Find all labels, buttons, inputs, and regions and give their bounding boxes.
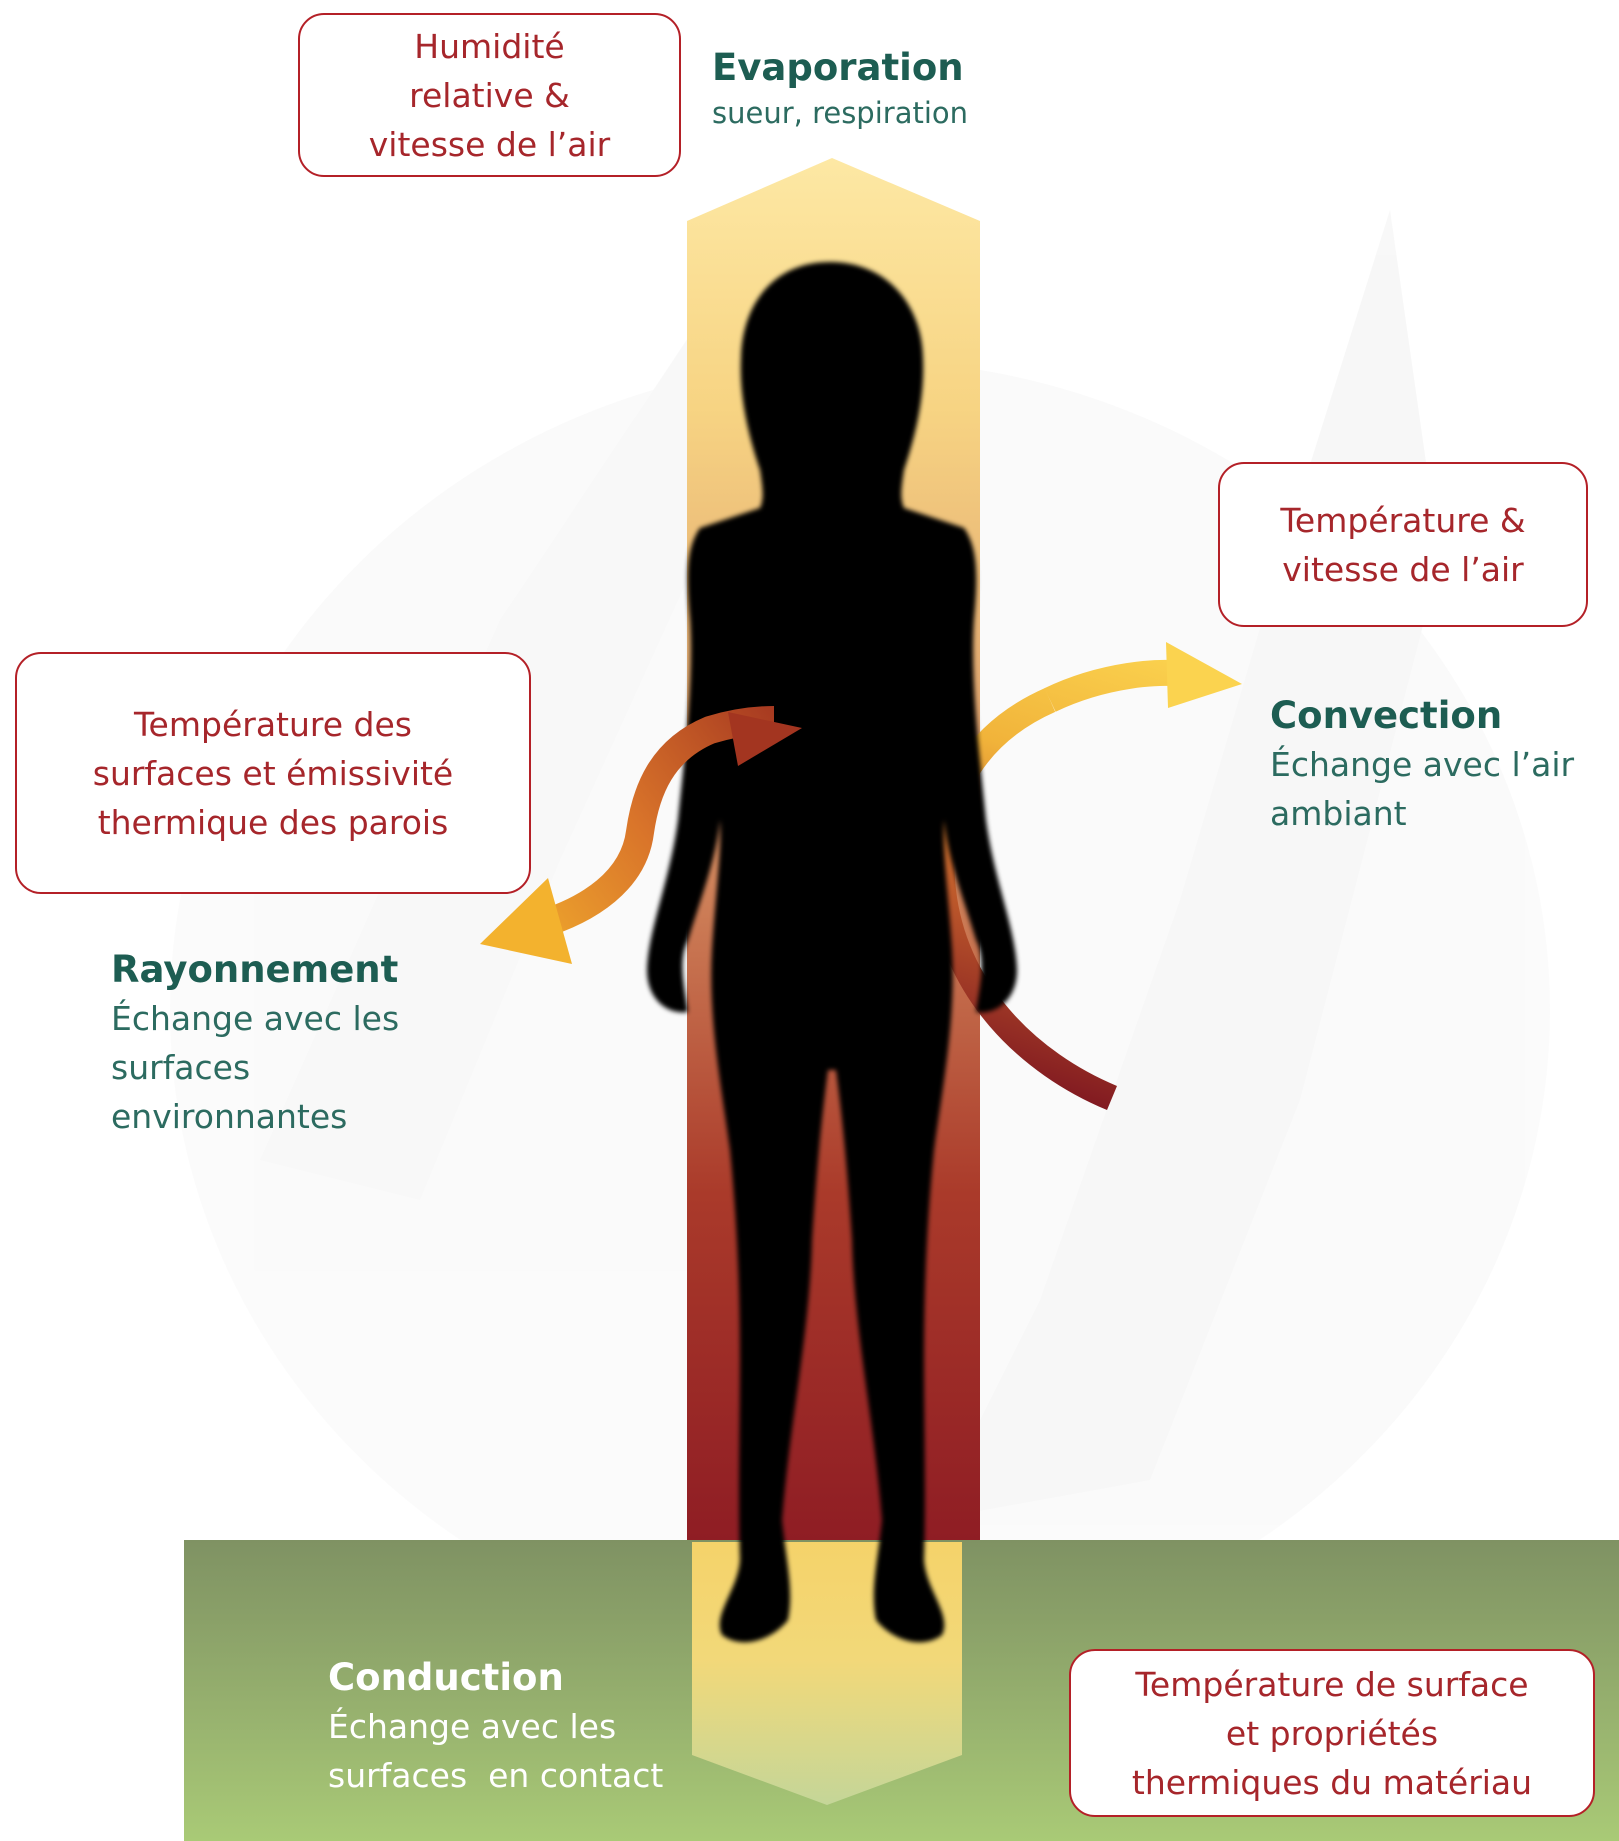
radiation-desc: surfaces: [111, 1043, 399, 1092]
conduction-label: Conduction Échange avec les surfaces en …: [328, 1654, 663, 1800]
convection-desc: Échange avec l’air: [1270, 740, 1574, 789]
conduction-desc: Échange avec les: [328, 1702, 663, 1751]
box-line: thermique des parois: [93, 798, 454, 847]
box-line: thermiques du matériau: [1132, 1758, 1532, 1807]
box-line: vitesse de l’air: [369, 120, 610, 169]
radiation-desc: environnantes: [111, 1092, 399, 1141]
box-line: relative &: [369, 71, 610, 120]
conduction-desc: surfaces en contact: [328, 1751, 663, 1800]
convection-label: Convection Échange avec l’air ambiant: [1270, 692, 1574, 838]
evaporation-factors-box: Humidité relative & vitesse de l’air: [298, 13, 681, 177]
box-line: Température &: [1280, 496, 1525, 545]
box-line: Température des: [93, 700, 454, 749]
evaporation-title: Evaporation: [712, 44, 968, 92]
conduction-title: Conduction: [328, 1654, 663, 1702]
box-line: et propriétés: [1132, 1709, 1532, 1758]
conduction-factors-box: Température de surface et propriétés the…: [1069, 1649, 1595, 1817]
evaporation-label: Evaporation sueur, respiration: [712, 44, 968, 134]
radiation-title: Rayonnement: [111, 946, 399, 994]
radiation-desc: Échange avec les: [111, 994, 399, 1043]
radiation-factors-box: Température des surfaces et émissivité t…: [15, 652, 531, 894]
convection-desc: ambiant: [1270, 789, 1574, 838]
radiation-label: Rayonnement Échange avec les surfaces en…: [111, 946, 399, 1141]
box-line: surfaces et émissivité: [93, 749, 454, 798]
box-line: Humidité: [369, 22, 610, 71]
convection-factors-box: Température & vitesse de l’air: [1218, 462, 1588, 627]
box-line: vitesse de l’air: [1280, 545, 1525, 594]
box-line: Température de surface: [1132, 1660, 1532, 1709]
convection-title: Convection: [1270, 692, 1574, 740]
evaporation-desc: sueur, respiration: [712, 92, 968, 134]
